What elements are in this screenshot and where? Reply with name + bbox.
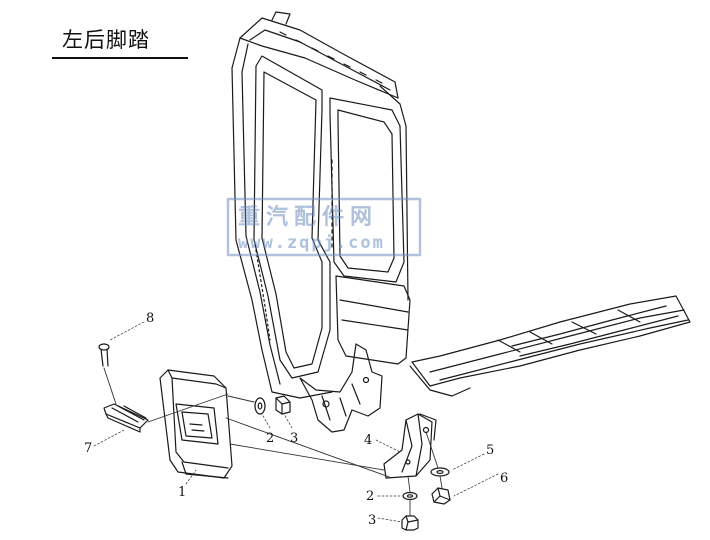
part-2-washer-upper [254,397,266,415]
leader-lines [93,321,499,523]
part-5-washer-right [430,467,450,477]
callout-5: 5 [486,443,494,458]
part-7-grip-insert [103,403,149,433]
callout-6: 6 [500,471,508,486]
part-3-nut-lower [401,515,419,531]
part-8-bolt [98,343,110,367]
callout-8: 8 [146,311,154,326]
part-2-washer-lower [402,491,418,501]
callout-2-lower: 2 [366,489,374,504]
callout-labels: 8 7 2 3 1 4 5 6 2 3 [84,311,508,528]
cab-door-frame [231,11,411,433]
callout-3-lower: 3 [368,513,376,528]
part-1-step-plate [159,369,233,479]
part-6-nut-right [431,487,451,505]
watermark-url: www.zqpj.com [238,233,385,253]
part-3-nut-upper [275,395,291,415]
part-4-bracket [383,413,437,479]
callout-3-upper: 3 [290,431,298,446]
assembly-lines [103,367,443,517]
page-title: 左后脚踏 [62,28,150,52]
callout-1: 1 [178,485,186,500]
callout-2-upper: 2 [266,431,274,446]
title-underline [52,57,188,59]
callout-7: 7 [84,441,92,456]
callout-4: 4 [364,433,372,448]
watermark: 重汽配件网 www.zqpj.com [226,197,422,257]
watermark-name: 重汽配件网 [238,204,378,230]
floor-rails [409,295,691,397]
